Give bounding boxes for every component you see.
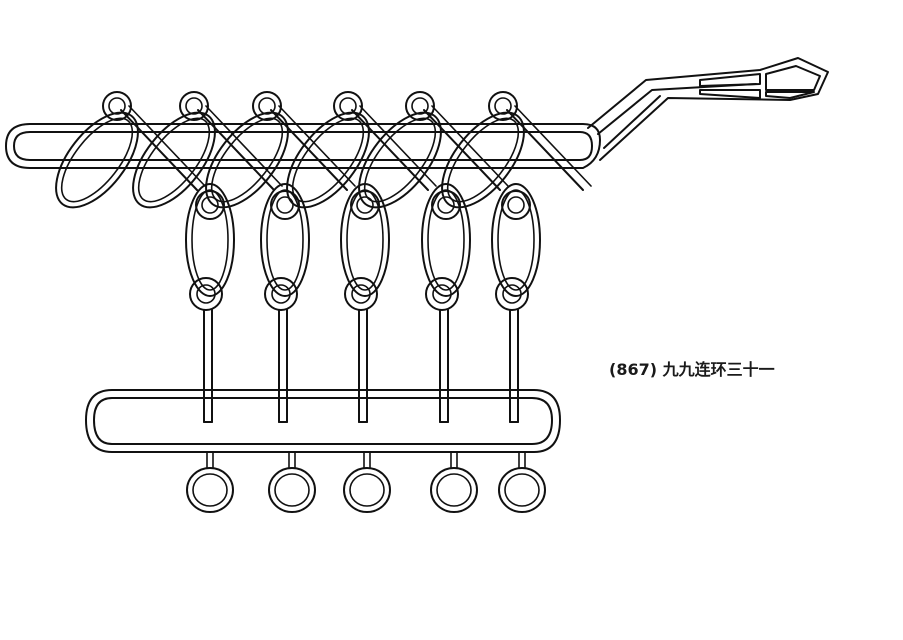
bottom-ring-2 (268, 451, 316, 513)
loop-handle (587, 57, 829, 161)
top-ring-3 (252, 91, 282, 121)
hanging-ring-5 (491, 183, 541, 311)
bottom-rings (186, 451, 546, 513)
top-loop-bar (5, 123, 601, 169)
rod-5 (509, 309, 519, 423)
top-ring-4 (333, 91, 363, 121)
hanging-ring-2 (260, 183, 310, 311)
top-ring-1 (102, 91, 132, 121)
rod-3 (358, 309, 368, 423)
top-ring-5 (405, 91, 435, 121)
vertical-rods (203, 309, 519, 423)
bottom-ring-4 (430, 451, 478, 513)
figure-caption: (867) 九九连环三十一 (609, 360, 775, 379)
bottom-ring-3 (343, 451, 391, 513)
bottom-base-bar (85, 389, 561, 453)
hanging-ring-4 (421, 183, 471, 311)
big-ring-5 (358, 105, 509, 209)
hanging-ring-1 (185, 183, 235, 311)
rod-4 (439, 309, 449, 423)
bottom-ring-5 (498, 451, 546, 513)
rod-2 (278, 309, 288, 423)
hanging-link-rings (185, 183, 541, 311)
hanging-ring-3 (340, 183, 390, 311)
bottom-ring-1 (186, 451, 234, 513)
big-ring-6 (441, 105, 592, 209)
rod-1 (203, 309, 213, 423)
top-small-rings (102, 91, 518, 121)
top-ring-2 (179, 91, 209, 121)
top-ring-6 (488, 91, 518, 121)
